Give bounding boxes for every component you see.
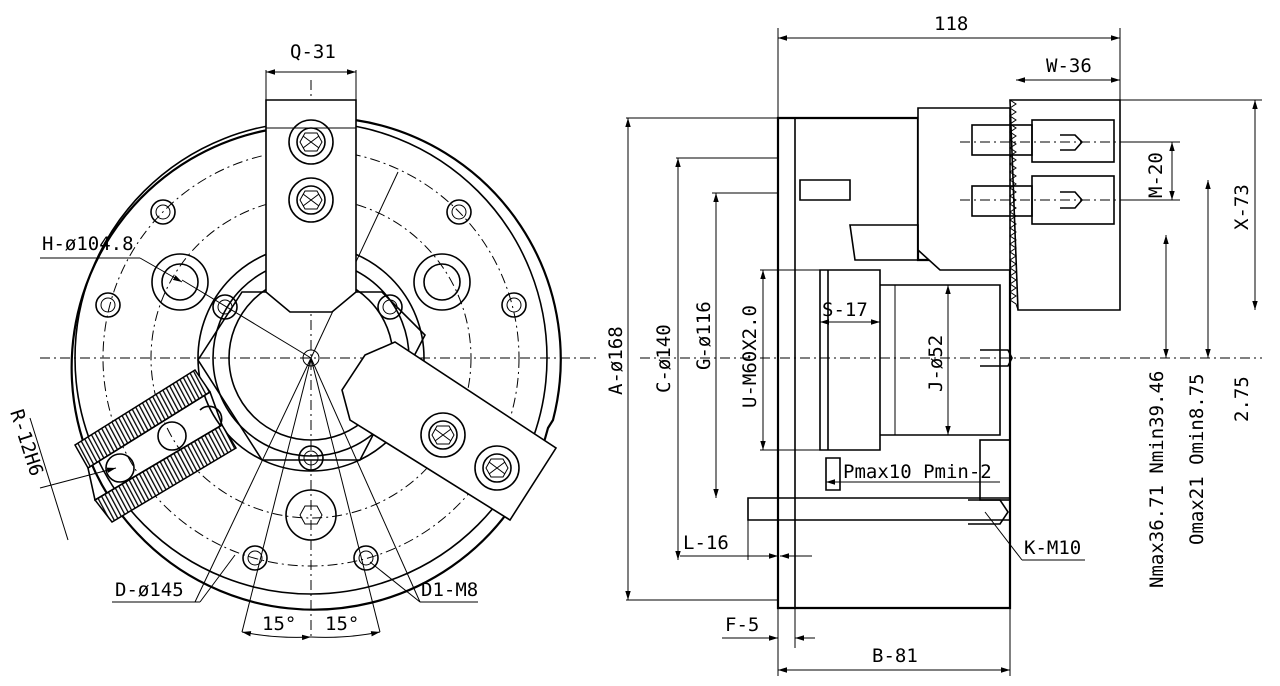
q-dimension (265, 69, 357, 100)
upper-jaw (265, 99, 357, 313)
stop-screw (980, 349, 1013, 367)
radial-lines (181, 171, 421, 633)
n-label: Nmax36.71 Nmin39.46 (1146, 371, 1168, 588)
bore-tube (880, 284, 1001, 436)
hex-bolt-icon (288, 177, 334, 223)
draw-nut (819, 269, 881, 451)
d1-leader (369, 561, 421, 603)
r-label: R-12H6 (5, 407, 47, 479)
r-leader-a (29, 417, 69, 541)
side-view: 118 W-36 M-20 X-73 Nmax36.71 Nmin39.46 O… (605, 13, 1262, 676)
b-label: B-81 (872, 645, 918, 667)
f-label: F-5 (725, 614, 759, 636)
side-screw (799, 179, 851, 201)
j-label: J-ø52 (925, 335, 947, 392)
bottom-bolt-icon (285, 489, 337, 541)
front-view: Q-31 H-ø104.8 R-12H6 D-ø145 D1-M8 15° 15… (5, 41, 600, 641)
angle-arc-left (241, 631, 312, 641)
angle-left-label: 15° (262, 613, 296, 635)
a-label: A-ø168 (605, 326, 627, 395)
hex-bolt-icon (474, 445, 520, 491)
w-label: W-36 (1046, 55, 1092, 77)
x-label: X-73 (1231, 184, 1253, 230)
right-jaw (341, 341, 558, 522)
p-label: Pmax10 Pmin-2 (843, 461, 992, 483)
hex-bolt-icon (288, 119, 334, 165)
overall-label: 118 (934, 13, 968, 35)
m-label: M-20 (1145, 152, 1167, 198)
angle-right-label: 15° (325, 613, 359, 635)
d1-holes (95, 199, 527, 571)
s-label: S-17 (822, 299, 868, 321)
lower-left-jaw (73, 368, 337, 541)
center-mark (302, 349, 320, 367)
d1-bolt-circle (102, 149, 520, 567)
h-label: H-ø104.8 (42, 233, 134, 255)
k-leader (984, 511, 1023, 561)
angle-arc-right (310, 631, 381, 638)
c-label: C-ø140 (653, 324, 675, 393)
triangular-web (197, 291, 426, 461)
u-label: U-M60X2.0 (739, 305, 761, 408)
bottom-pin (747, 497, 1011, 521)
d-label: D-ø145 (115, 579, 184, 601)
top-jaw-outline (1009, 99, 1121, 311)
hex-bolt-icon (420, 412, 466, 458)
jaw-bolts (960, 119, 1130, 225)
pmax-stop (825, 457, 841, 491)
g-label: G-ø116 (693, 301, 715, 370)
l-label: L-16 (683, 532, 729, 554)
h-bolt-circle (150, 197, 472, 519)
t-label: 2.75 (1231, 376, 1253, 422)
h-holes (151, 253, 471, 311)
q-label: Q-31 (290, 41, 336, 63)
k-label: K-M10 (1024, 537, 1081, 559)
wedge (849, 224, 919, 261)
d1-label: D1-M8 (421, 579, 478, 601)
serration (1009, 99, 1019, 311)
o-label: Omax21 Omin8.75 (1186, 373, 1208, 545)
side-jaw (917, 107, 1011, 271)
